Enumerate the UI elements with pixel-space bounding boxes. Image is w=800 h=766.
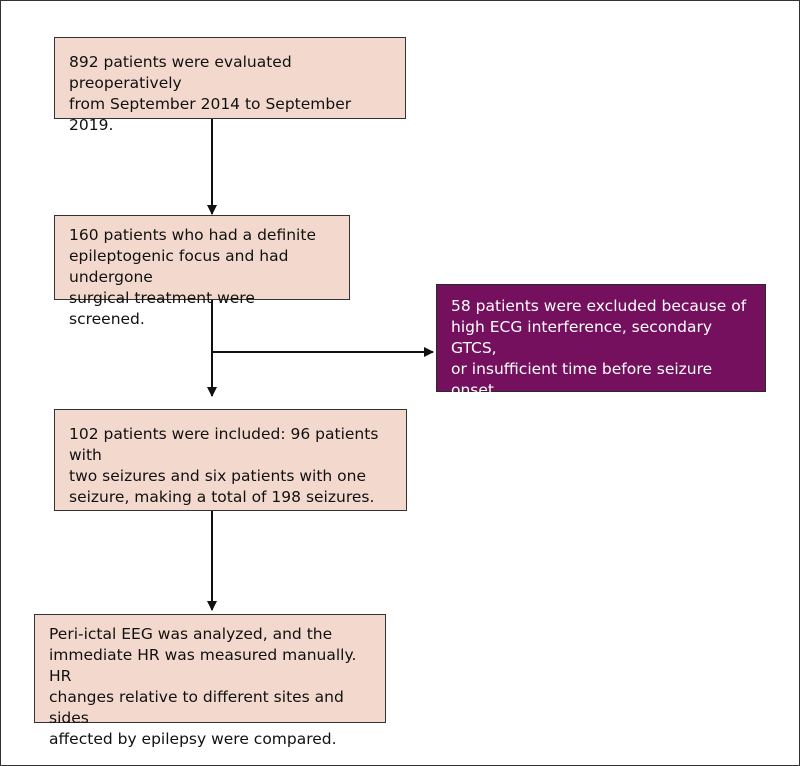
step-evaluated-box: 892 patients were evaluated preoperative… bbox=[54, 37, 406, 134]
step-included-box: 102 patients were included: 96 patients … bbox=[54, 409, 407, 511]
excluded-box: 58 patients were excluded because of hig… bbox=[436, 284, 766, 420]
step-screened-box: 160 patients who had a definite epilepto… bbox=[54, 215, 350, 328]
step-analysis-box: Peri-ictal EEG was analyzed, and the imm… bbox=[34, 614, 386, 748]
